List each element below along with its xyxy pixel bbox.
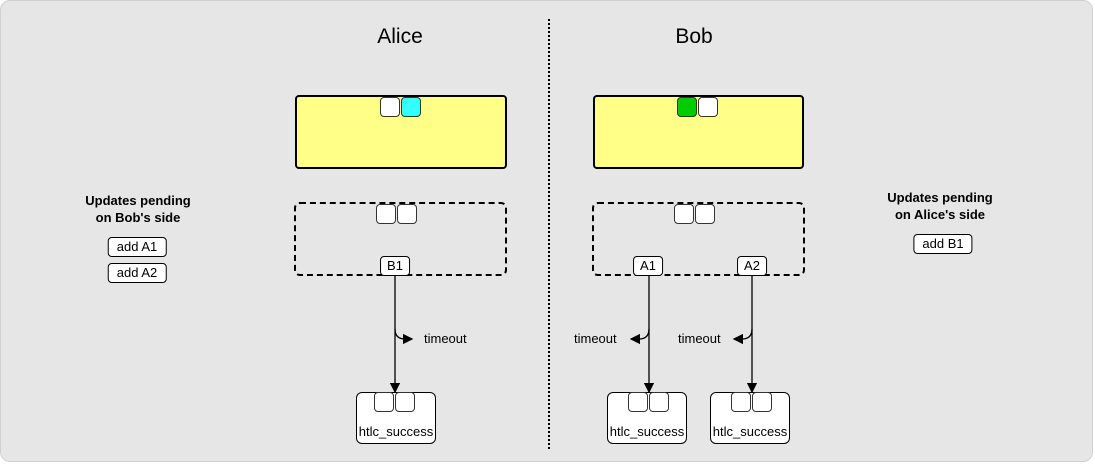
bob-pending-slot [674, 204, 694, 224]
alice-pending-slot [376, 204, 396, 224]
tx-label: htlc_success [712, 424, 788, 439]
alice-commitment-slot [380, 97, 400, 117]
left-note-title: Updates pending on Bob's side [58, 192, 218, 226]
arrow-a1-timeout [629, 328, 650, 345]
arrow-a2-timeout [732, 328, 753, 345]
party-divider [548, 19, 550, 449]
tx-slot [395, 392, 415, 412]
bob-pending-box [592, 202, 805, 276]
tx-label: htlc_success [358, 424, 434, 439]
bob-a1-htlc-success-tx: htlc_success [607, 392, 687, 444]
alice-commitment-slot [401, 97, 421, 117]
alice-htlc-success-tx: htlc_success [356, 392, 436, 444]
bob-a2-timeout-label: timeout [678, 331, 721, 346]
bob-commitment-slot [698, 97, 718, 117]
htlc-a2: A2 [737, 256, 767, 276]
party-title-bob: Bob [675, 25, 713, 48]
tx-slot [374, 392, 394, 412]
alice-timeout-label: timeout [424, 331, 467, 346]
htlc-b1: B1 [380, 256, 410, 276]
tx-slot [752, 392, 772, 412]
bob-a1-timeout-label: timeout [574, 331, 617, 346]
tx-label: htlc_success [609, 424, 685, 439]
tx-slot [628, 392, 648, 412]
bob-pending-slot [695, 204, 715, 224]
party-title-alice: Alice [377, 25, 423, 48]
left-note-item: add A1 [107, 237, 167, 257]
bob-a2-htlc-success-tx: htlc_success [710, 392, 790, 444]
tx-slot [731, 392, 751, 412]
alice-pending-slot [397, 204, 417, 224]
bob-commitment-slot [677, 97, 697, 117]
right-note-title: Updates pending on Alice's side [860, 189, 1020, 223]
arrow-b1-timeout [394, 328, 414, 345]
left-note-title-line2: on Bob's side [95, 210, 181, 225]
right-note-item: add B1 [913, 234, 973, 254]
htlc-a1: A1 [633, 256, 663, 276]
right-note-title-line1: Updates pending [887, 190, 993, 205]
left-note-item: add A2 [107, 263, 167, 283]
left-note-title-line1: Updates pending [85, 193, 191, 208]
tx-slot [649, 392, 669, 412]
right-note-title-line2: on Alice's side [894, 207, 986, 222]
